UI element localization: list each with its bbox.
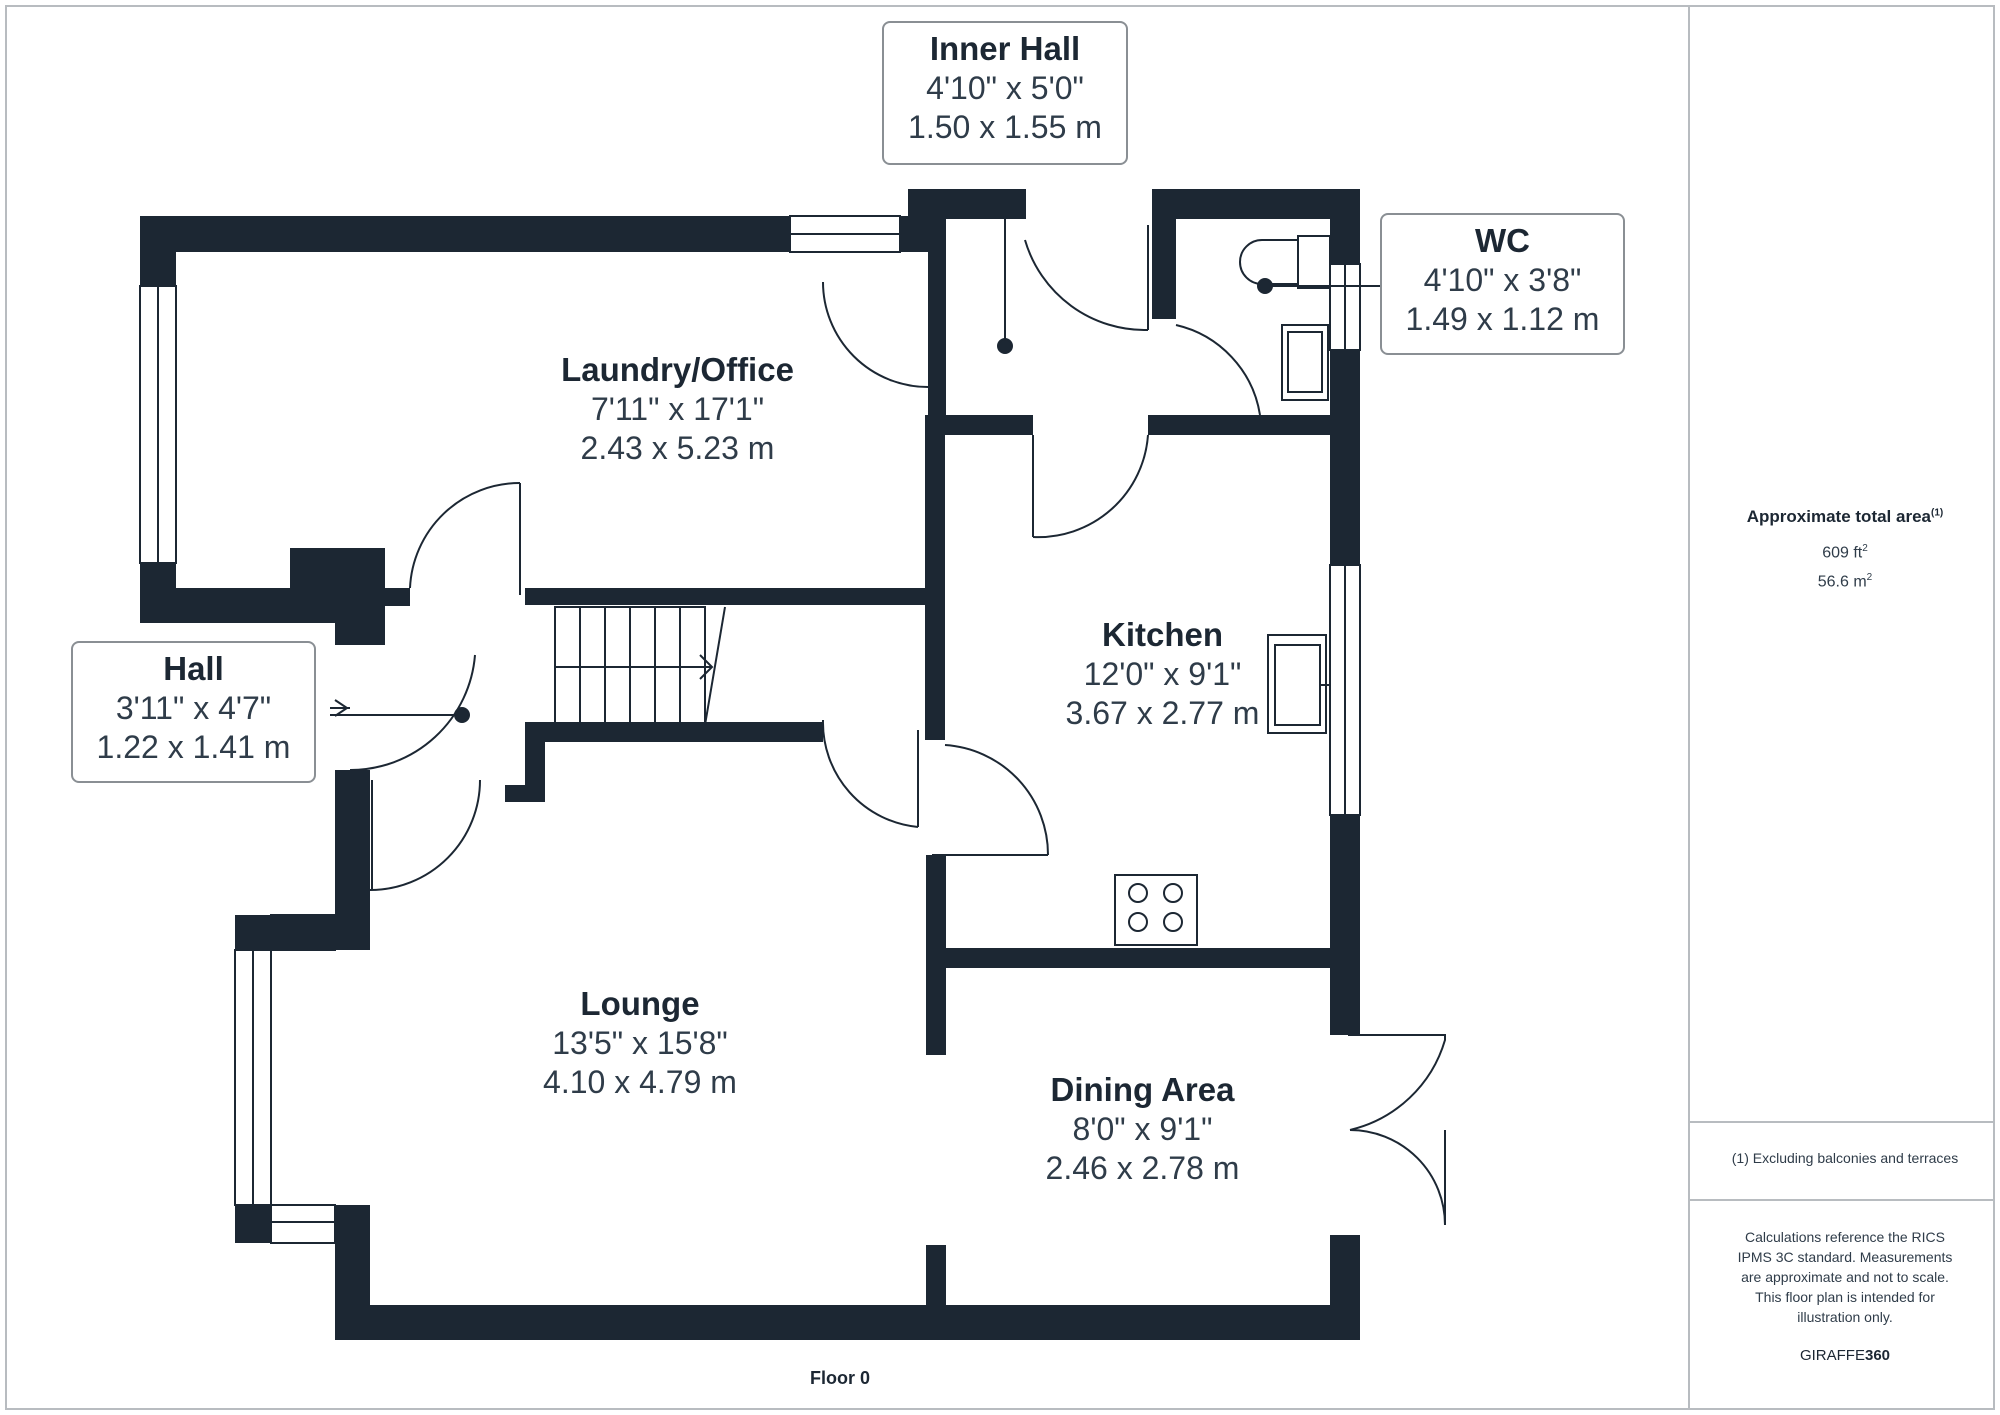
footnote: (1) Excluding balconies and terraces [1731,1150,1959,1166]
area-metric-value: 56.6 m [1817,573,1867,591]
room-label-hall: Hall 3'11" x 4'7" 1.22 x 1.41 m [71,641,316,783]
room-size-imperial: 12'0" x 9'1" [1083,656,1242,693]
light-points [330,219,1380,723]
room-size-metric: 1.22 x 1.41 m [96,729,291,766]
stairs [554,606,726,726]
area-unit-sup: 2 [1866,572,1873,583]
room-name: WC [1475,222,1530,259]
room-size-metric: 4.10 x 4.79 m [543,1064,737,1101]
room-size-imperial: 7'11" x 17'1" [590,391,765,428]
page-border [5,5,1995,1410]
windows [139,215,1361,1244]
area-metric: 56.6 m2 [1690,572,2000,591]
room-size-imperial: 3'11" x 4'7" [115,690,272,727]
room-name: Dining Area [1050,1071,1235,1108]
area-footnote-mark: (1) [1931,507,1944,519]
area-imperial: 609 ft2 [1690,543,2000,562]
area-title-text: Approximate total area [1746,507,1931,526]
floor-label: Floor 0 [809,1368,870,1388]
room-size-imperial: 4'10" x 3'8" [1423,262,1582,299]
room-name: Lounge [580,985,700,1022]
room-size-metric: 1.50 x 1.55 m [908,109,1102,146]
room-label-dining: Dining Area 8'0" x 9'1" 2.46 x 2.78 m [1020,1070,1265,1188]
brand-logo: GIRAFFE360 [1690,1347,2000,1364]
area-title: Approximate total area(1) [1690,507,2000,527]
room-label-kitchen: Kitchen 12'0" x 9'1" 3.67 x 2.77 m [1040,615,1285,733]
room-label-laundry: Laundry/Office 7'11" x 17'1" 2.43 x 5.23… [530,350,825,468]
area-unit-sup: 2 [1862,543,1868,554]
area-imperial-value: 609 ft [1822,544,1863,562]
room-size-metric: 3.67 x 2.77 m [1065,695,1260,732]
room-name: Hall [163,650,224,687]
room-name: Laundry/Office [561,351,794,388]
doors [349,225,1446,1226]
room-label-wc: WC 4'10" x 3'8" 1.49 x 1.12 m [1380,213,1625,355]
room-label-lounge: Lounge 13'5" x 15'8" 4.10 x 4.79 m [520,984,760,1102]
room-name: Kitchen [1101,616,1223,653]
calculation-note: Calculations reference the RICS IPMS 3C … [1737,1229,1953,1325]
room-size-imperial: 8'0" x 9'1" [1072,1111,1213,1148]
brand-left: GIRAFFE [1799,1347,1865,1364]
room-name: Inner Hall [929,30,1081,67]
room-label-inner-hall: Inner Hall 4'10" x 5'0" 1.50 x 1.55 m [882,21,1128,165]
room-size-metric: 2.43 x 5.23 m [580,430,775,467]
walls [140,189,1360,1340]
room-size-metric: 1.49 x 1.12 m [1405,301,1600,338]
fixtures [1114,235,1331,946]
room-size-imperial: 13'5" x 15'8" [552,1025,728,1062]
room-size-imperial: 4'10" x 5'0" [926,70,1084,107]
room-size-metric: 2.46 x 2.78 m [1045,1150,1240,1187]
hall-arrow [330,699,350,717]
brand-right: 360 [1864,1347,1891,1364]
